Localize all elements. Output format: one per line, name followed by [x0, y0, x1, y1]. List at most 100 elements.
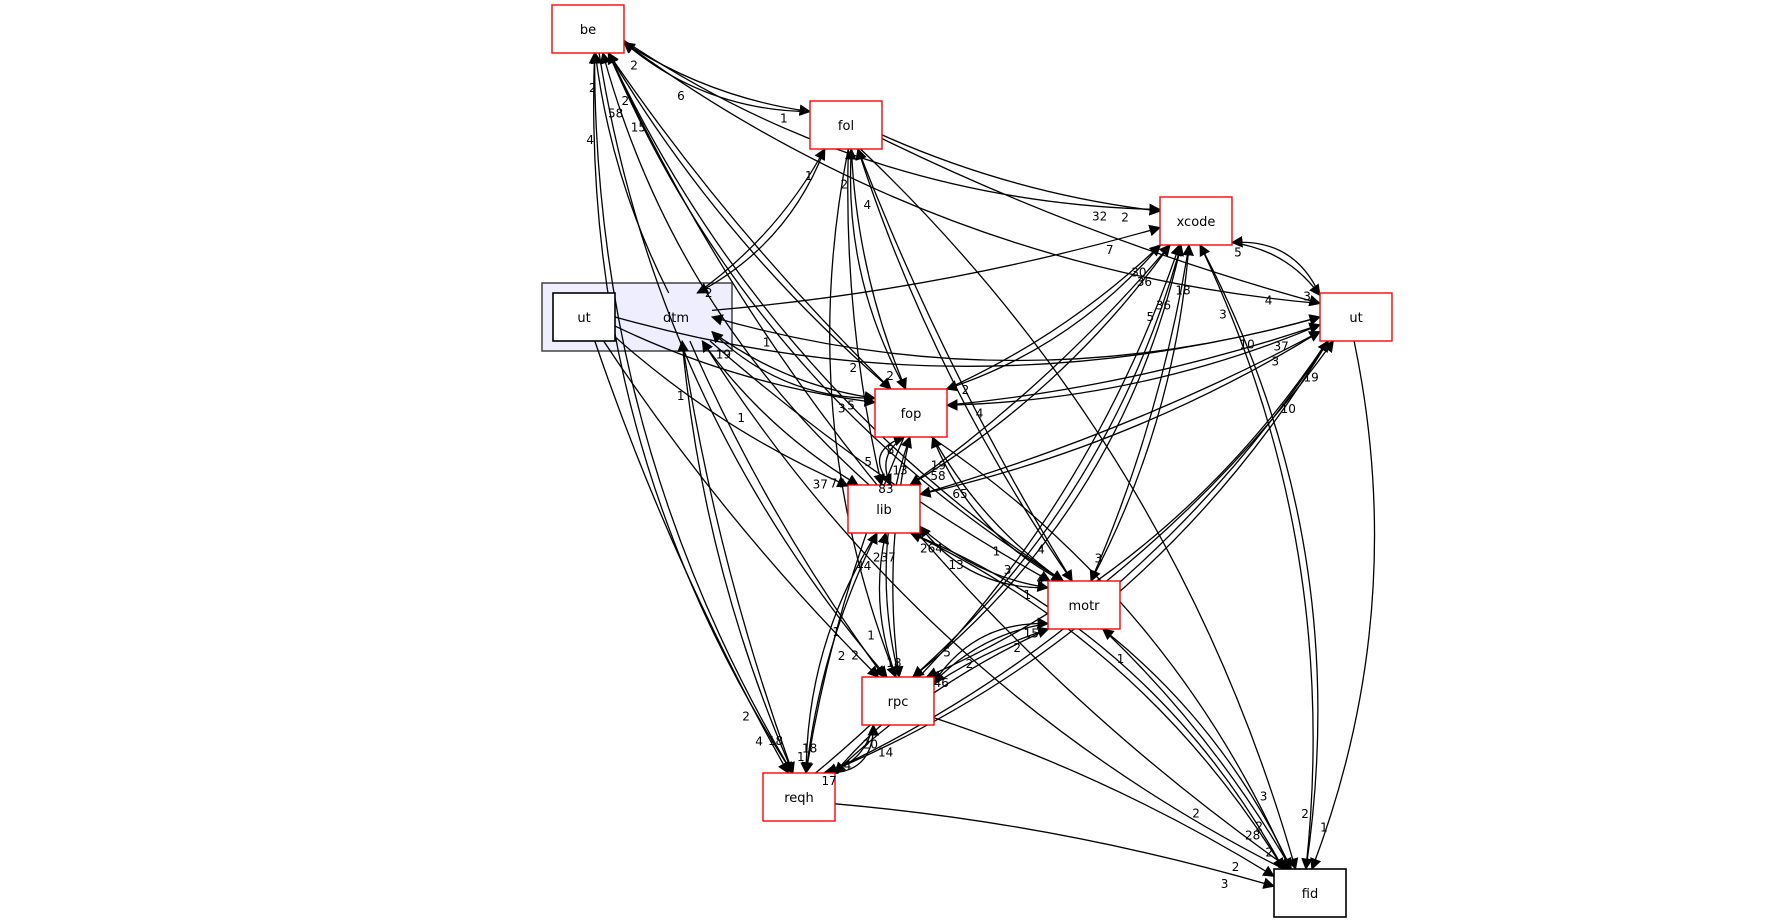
edge-weight-label[interactable]: 3 [1219, 307, 1227, 321]
edge-weight-label[interactable]: 5 [847, 398, 855, 412]
edge-fop-to-reqh[interactable] [801, 436, 905, 775]
edge-weight-label[interactable]: 37 [1274, 340, 1289, 354]
edge-weight-label[interactable]: 2 [886, 369, 894, 383]
edge-be-to-fid[interactable] [607, 52, 1291, 870]
node-box[interactable] [762, 772, 836, 822]
edge-weight-label[interactable]: 4 [864, 198, 872, 212]
edge-motr-to-fop[interactable] [931, 435, 1063, 582]
edge-weight-label[interactable]: 10 [1281, 402, 1296, 416]
node-reqh[interactable]: reqh [762, 772, 836, 822]
node-be[interactable]: be [551, 4, 625, 54]
edge-weight-label[interactable]: 5 [1147, 310, 1155, 324]
edge-weight-label[interactable]: 1 [797, 750, 805, 764]
edge-xcode-to-ut2[interactable] [1231, 241, 1321, 297]
edge-weight-label[interactable]: 15 [631, 120, 646, 134]
edge-weight-label[interactable]: 19 [931, 459, 946, 473]
edge-fol-to-lib[interactable] [847, 148, 885, 487]
edge-xcode-to-fid[interactable] [1199, 244, 1314, 871]
edge-weight-label[interactable]: 13 [892, 464, 907, 478]
edge-be-to-motr[interactable] [608, 52, 1065, 582]
edge-lib-to-be[interactable] [599, 51, 870, 486]
edge-weight-label[interactable]: 4 [1037, 543, 1045, 557]
node-fop[interactable]: fop [874, 388, 948, 438]
edge-weight-label[interactable]: 5 [864, 455, 872, 469]
node-box[interactable] [1273, 868, 1347, 918]
edge-weight-label[interactable]: 36 [1156, 298, 1171, 312]
edge-fid-to-xcode[interactable] [1199, 243, 1319, 870]
edge-weight-label[interactable]: 28 [1245, 829, 1260, 843]
edge-weight-label[interactable]: 18 [886, 656, 901, 670]
edge-weight-label[interactable]: 8 [887, 443, 895, 457]
edge-weight-label[interactable]: 18 [1175, 283, 1190, 297]
edge-weight-label[interactable]: 3 [1260, 789, 1268, 803]
edge-motr-to-fol[interactable] [855, 147, 1073, 582]
edge-weight-label[interactable]: 2 [589, 81, 597, 95]
edge-fop-to-rpc[interactable] [891, 436, 911, 679]
edge-lib-to-motr[interactable] [919, 525, 1050, 592]
edge-dtm-to-fol[interactable] [696, 147, 826, 294]
edge-dtm-ut-to-reqh[interactable] [594, 340, 789, 775]
edge-reqh-to-be[interactable] [588, 51, 793, 774]
node-box[interactable] [1319, 292, 1393, 342]
edge-dtm-to-lib[interactable] [701, 340, 860, 486]
edge-lib-to-reqh[interactable] [800, 532, 878, 775]
edge-fop-to-xcode[interactable] [946, 244, 1162, 390]
edge-weight-label[interactable]: 1 [805, 169, 813, 183]
edge-weight-label[interactable]: 4 [1037, 572, 1045, 586]
edge-dtm-to-xcode[interactable] [711, 224, 1162, 312]
edge-weight-label[interactable]: 1 [677, 389, 685, 403]
edge-dtm-to-rpc[interactable] [689, 340, 885, 678]
edge-motr-to-ut2[interactable] [1106, 340, 1334, 582]
edge-dtm-ut-to-fop[interactable] [614, 325, 877, 407]
edge-weight-label[interactable]: 1 [763, 336, 771, 350]
node-box[interactable] [1159, 196, 1233, 246]
node-lib[interactable]: lib [847, 484, 921, 534]
edge-ut2-to-be[interactable] [623, 41, 1321, 305]
edge-fop-to-fol[interactable] [844, 147, 907, 390]
node-dtm-ut[interactable]: ut [552, 292, 616, 342]
edge-weight-label[interactable]: 1 [737, 411, 745, 425]
edge-weight-label[interactable]: 2 [962, 383, 970, 397]
edge-dtm-ut-to-ut2[interactable] [614, 314, 1322, 367]
edge-weight-label[interactable]: 3 [1303, 290, 1311, 304]
edge-fol-to-ut2[interactable] [881, 138, 1322, 307]
edge-fol-to-be[interactable] [623, 41, 811, 113]
edge-weight-label[interactable]: 17 [822, 774, 837, 788]
edge-weight-label[interactable]: 37 [813, 477, 828, 491]
edge-fid-to-motr[interactable] [1101, 628, 1292, 870]
edge-reqh-to-dtm[interactable] [677, 339, 794, 774]
edge-be-to-reqh[interactable] [593, 52, 794, 774]
edge-weight-label[interactable]: 2 [1013, 641, 1021, 655]
edge-weight-label[interactable]: 2 [1265, 846, 1273, 860]
node-box[interactable] [552, 292, 616, 342]
edge-weight-label[interactable]: 4 [976, 407, 984, 421]
node-ut2[interactable]: ut [1319, 292, 1393, 342]
edge-fol-to-fid[interactable] [860, 148, 1299, 871]
edge-motr-to-fid[interactable] [1102, 628, 1292, 871]
edge-weight-label[interactable]: 1 [867, 629, 875, 643]
edge-dtm-ut-to-lib[interactable] [614, 336, 850, 488]
edge-xcode-to-lib[interactable] [908, 244, 1171, 486]
edge-weight-label[interactable]: 18 [802, 741, 817, 755]
edge-weight-label[interactable]: 58 [930, 469, 945, 483]
edge-weight-label[interactable]: 4 [1265, 294, 1273, 308]
edge-lib-to-fid[interactable] [910, 532, 1285, 870]
edge-rpc-to-xcode[interactable] [912, 243, 1184, 678]
edge-weight-label[interactable]: 30 [1131, 266, 1146, 280]
edge-xcode-to-motr[interactable] [1089, 244, 1190, 583]
edge-rpc-to-fop[interactable] [885, 435, 912, 678]
node-fid[interactable]: fid [1273, 868, 1347, 918]
edge-lib-to-xcode[interactable] [909, 244, 1171, 486]
edge-weight-label[interactable]: 14 [878, 746, 893, 760]
edge-weight-label[interactable]: 2 [1301, 807, 1309, 821]
edge-weight-label[interactable]: 2 [705, 286, 713, 300]
edge-weight-label[interactable]: 237 [873, 551, 896, 565]
edge-fid-to-lib[interactable] [909, 531, 1284, 870]
node-box[interactable] [861, 676, 935, 726]
edge-rpc-to-motr[interactable] [933, 617, 1050, 683]
edge-weight-label[interactable]: 2 [630, 58, 638, 72]
edge-weight-label[interactable]: 5 [943, 645, 951, 659]
edge-be-to-xcode[interactable] [623, 39, 1162, 216]
edge-fid-to-dtm[interactable] [701, 340, 1284, 870]
node-fol[interactable]: fol [809, 100, 883, 150]
